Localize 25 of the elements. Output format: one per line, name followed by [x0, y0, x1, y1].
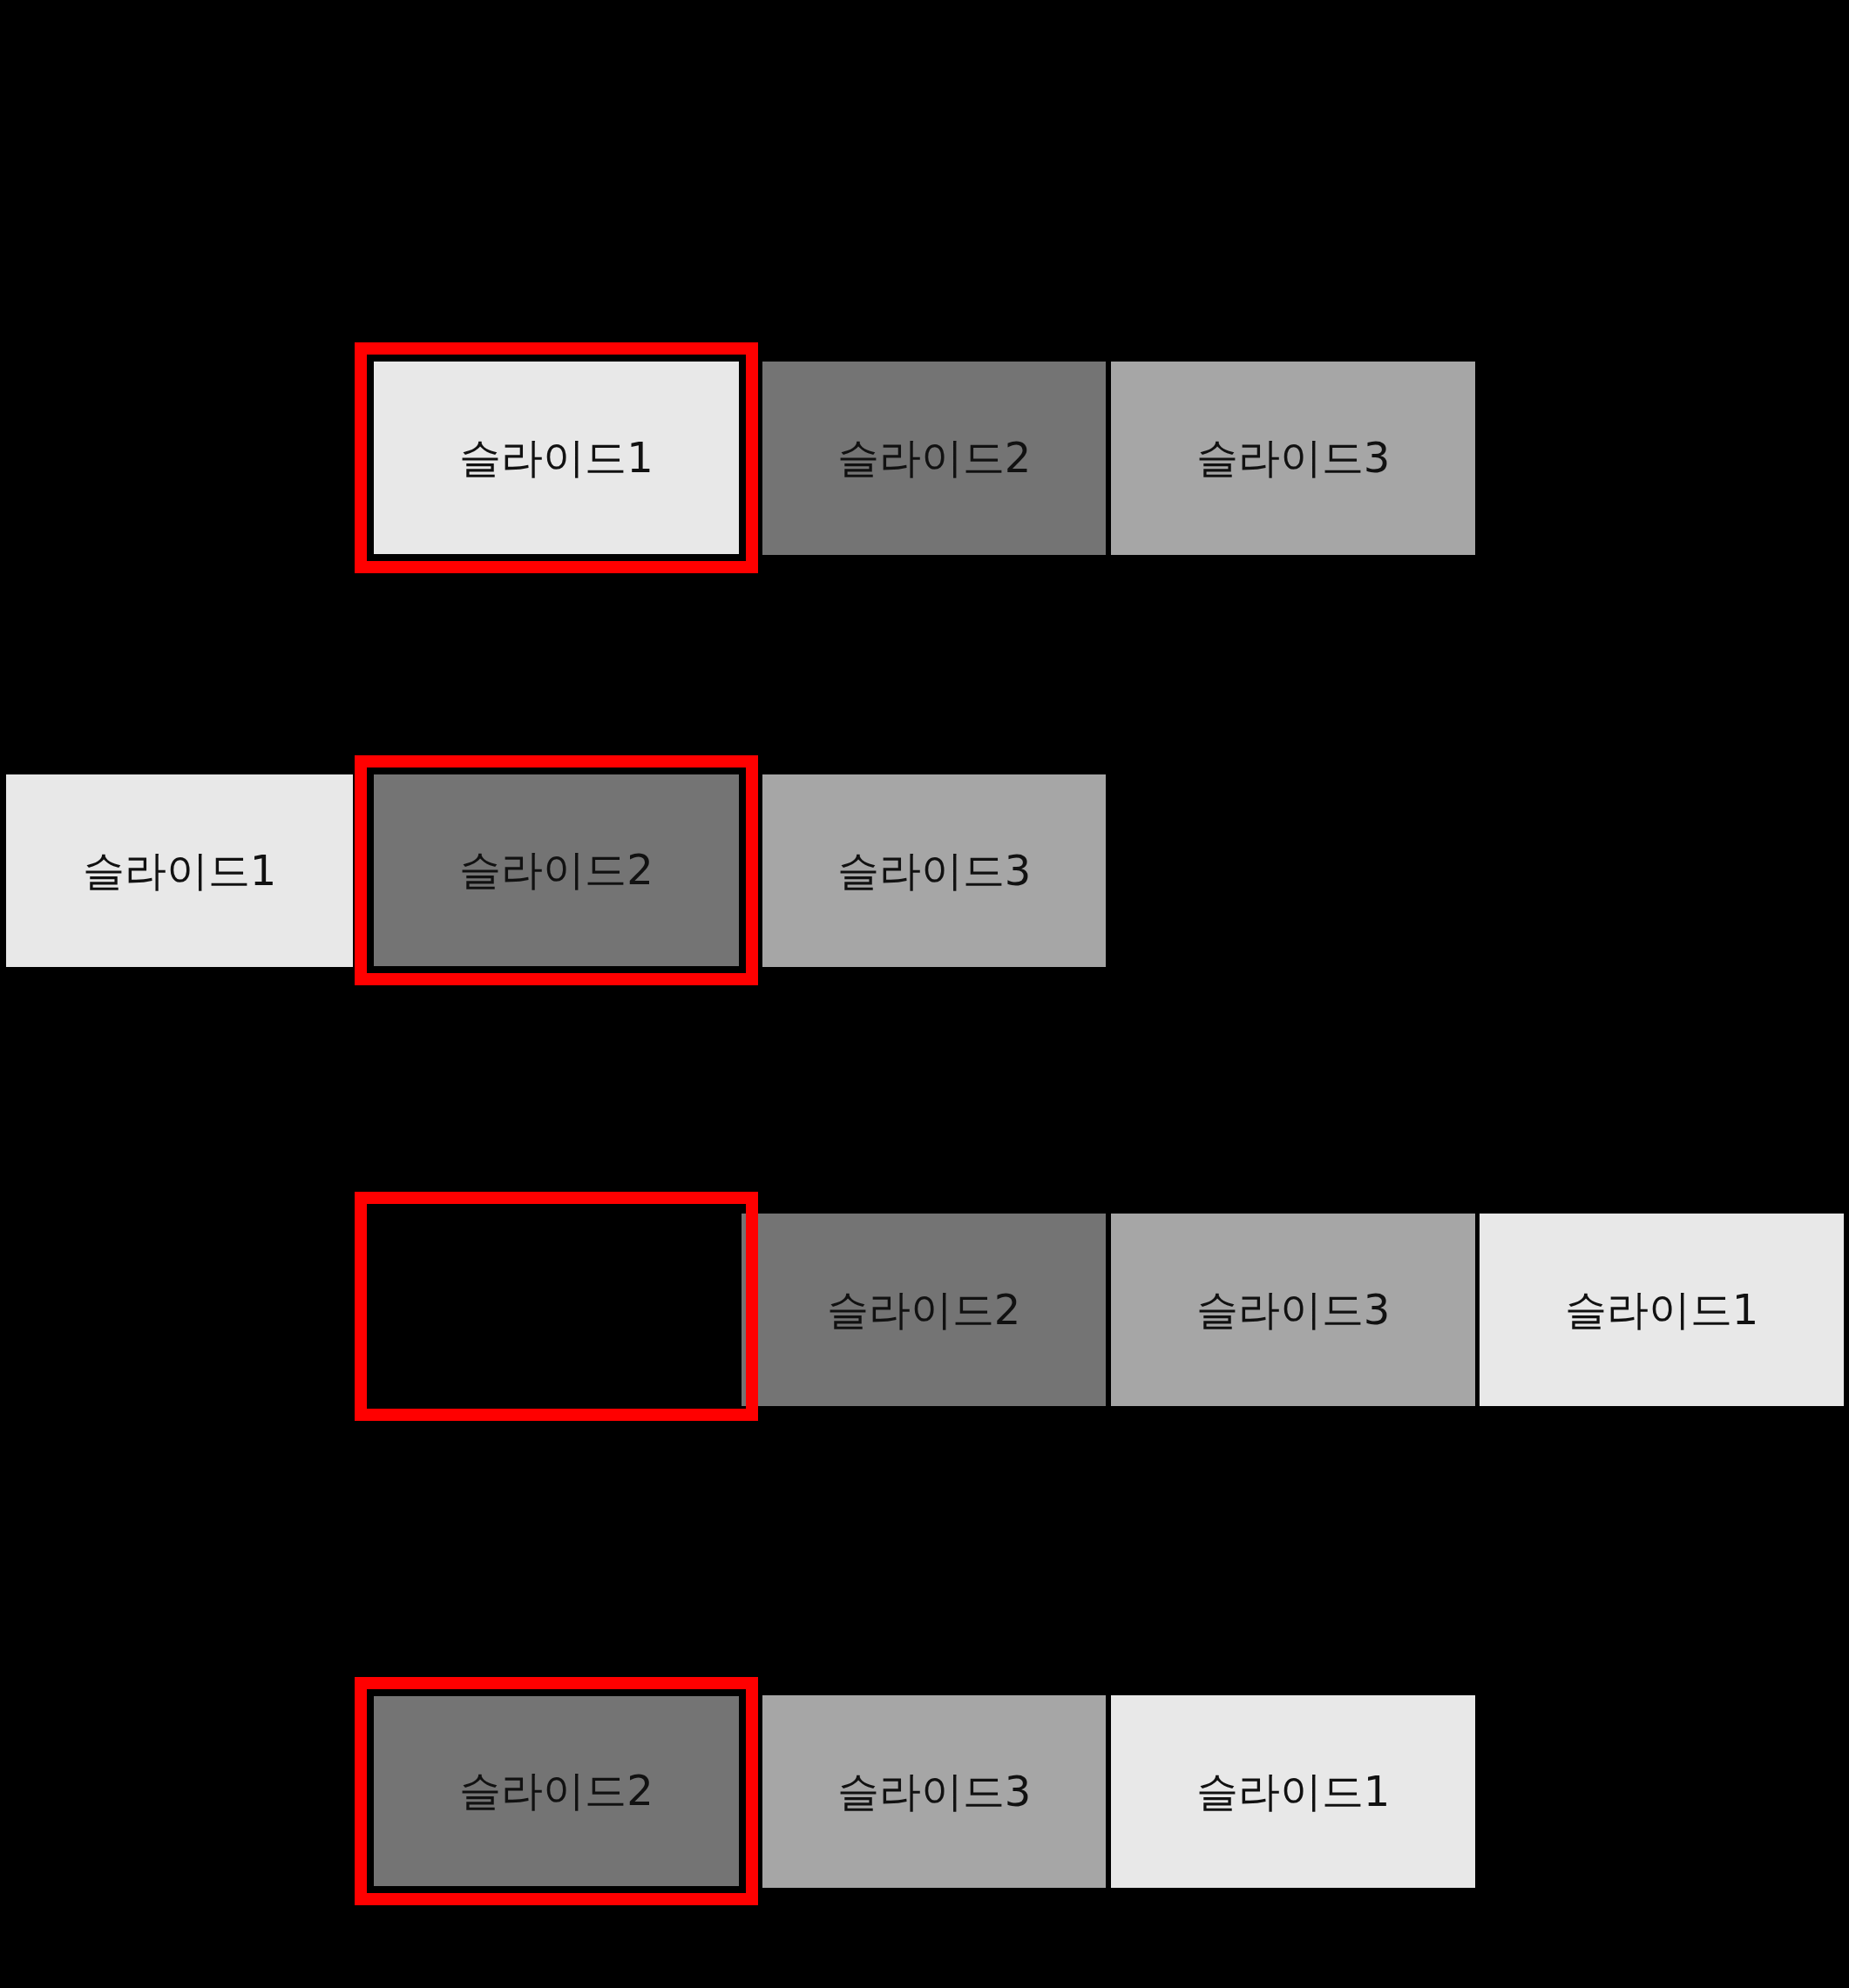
slide-label: 슬라이드2 [459, 844, 654, 896]
slide-box [1111, 362, 1475, 555]
slide-label: 슬라이드1 [459, 431, 654, 483]
slide-label: 슬라이드2 [836, 432, 1032, 483]
slide-box [742, 1214, 1106, 1406]
slide-label: 슬라이드3 [836, 1765, 1032, 1817]
slide-label: 슬라이드1 [1195, 1765, 1391, 1817]
slide-label: 슬라이드2 [459, 1765, 654, 1816]
slide-box [1480, 1214, 1844, 1406]
slide-box [762, 1695, 1106, 1888]
slide-box [1111, 1214, 1475, 1406]
slide-label: 슬라이드1 [1564, 1283, 1759, 1335]
viewport-frame [355, 342, 758, 573]
slide-box [762, 774, 1106, 967]
slide-label: 슬라이드1 [82, 844, 277, 896]
slide-box [6, 774, 353, 967]
slide-label: 슬라이드3 [836, 844, 1032, 896]
viewport-frame [355, 1677, 758, 1905]
viewport-frame [355, 755, 758, 985]
slide-label: 슬라이드3 [1195, 1283, 1391, 1335]
viewport-frame [355, 1192, 758, 1421]
slide-box [762, 362, 1106, 555]
slide-label: 슬라이드2 [826, 1283, 1021, 1335]
slide-box [1111, 1695, 1475, 1888]
slide-label: 슬라이드3 [1195, 432, 1391, 483]
